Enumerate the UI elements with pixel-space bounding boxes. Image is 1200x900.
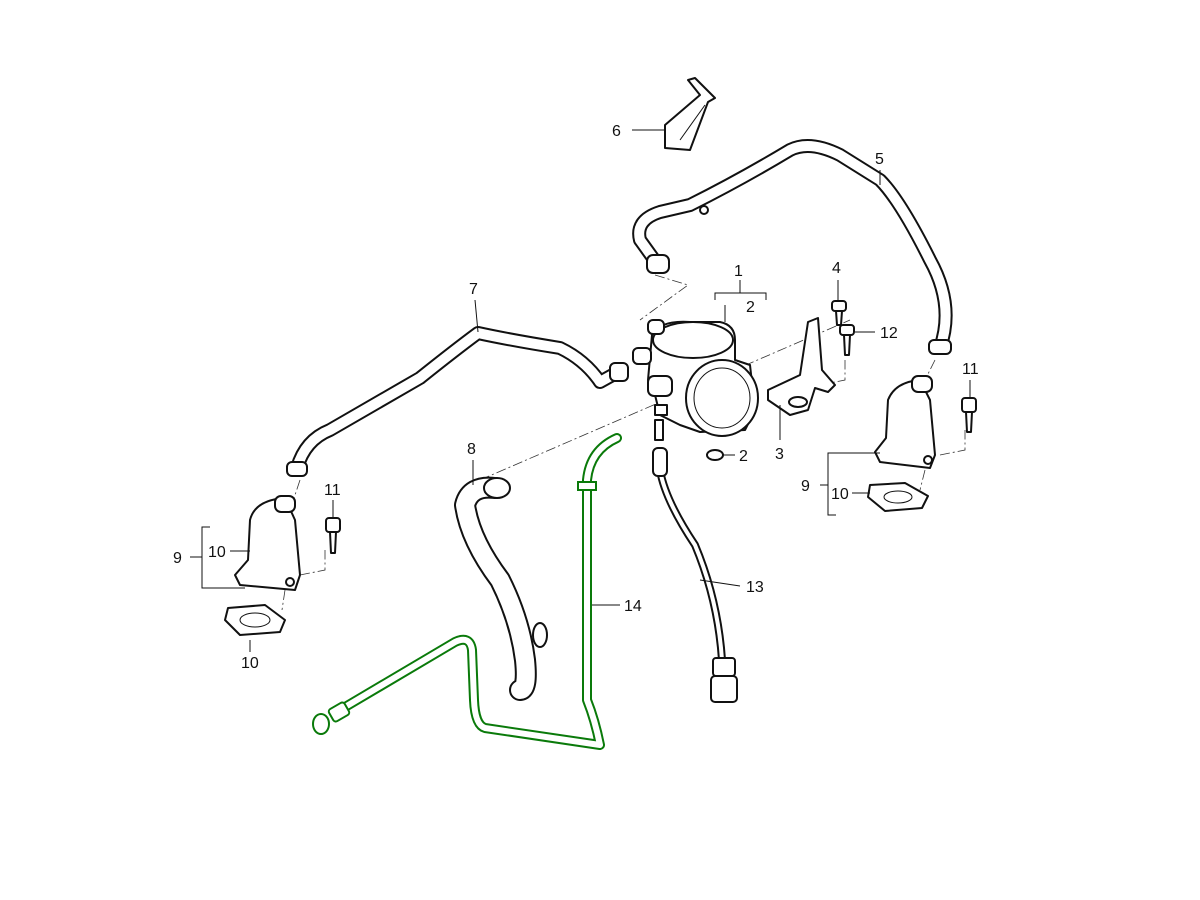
gasket-10-left[interactable] — [224, 604, 286, 636]
callout-11-left: 11 — [324, 482, 341, 499]
callout-10-left-bracket: 10 — [208, 544, 226, 561]
callout-4: 4 — [832, 260, 841, 277]
hose-13[interactable] — [652, 447, 738, 703]
callout-11-right: 11 — [962, 361, 979, 378]
callout-labels: 1 2 2 3 4 5 6 7 8 9 10 10 11 11 12 9 10 … — [173, 123, 979, 672]
hose-14[interactable] — [312, 433, 622, 750]
callout-12: 12 — [880, 325, 898, 342]
bolt-11-right[interactable] — [961, 397, 977, 433]
callout-2-bracket: 2 — [746, 299, 755, 316]
manifold-9-right[interactable] — [874, 375, 936, 469]
leader-lines — [190, 129, 971, 652]
bolt-11-left[interactable] — [325, 517, 341, 554]
o-ring-2[interactable] — [706, 449, 724, 461]
valve-1[interactable] — [632, 319, 759, 441]
hose-7[interactable] — [286, 326, 629, 477]
callout-14: 14 — [624, 598, 642, 615]
clip-6[interactable] — [664, 77, 716, 151]
callout-3: 3 — [775, 446, 784, 463]
bolt-12[interactable] — [839, 324, 855, 356]
callout-2: 2 — [739, 448, 748, 465]
bracket-3[interactable] — [767, 317, 836, 416]
callout-5: 5 — [875, 151, 884, 168]
gasket-10-right[interactable] — [867, 482, 929, 512]
callout-7: 7 — [469, 281, 478, 298]
hose-8[interactable] — [454, 476, 548, 701]
callout-6: 6 — [612, 123, 621, 140]
callout-10-right: 10 — [831, 486, 849, 503]
alignment-lines — [281, 274, 966, 611]
callout-13: 13 — [746, 579, 764, 596]
callout-8: 8 — [467, 441, 476, 458]
bolt-4[interactable] — [831, 300, 847, 326]
callout-9-right: 9 — [801, 478, 810, 495]
callout-9-left: 9 — [173, 550, 182, 567]
callout-1: 1 — [734, 263, 743, 280]
manifold-9-left[interactable] — [234, 495, 301, 591]
callout-10-left: 10 — [241, 655, 259, 672]
hose-5[interactable] — [632, 139, 953, 355]
